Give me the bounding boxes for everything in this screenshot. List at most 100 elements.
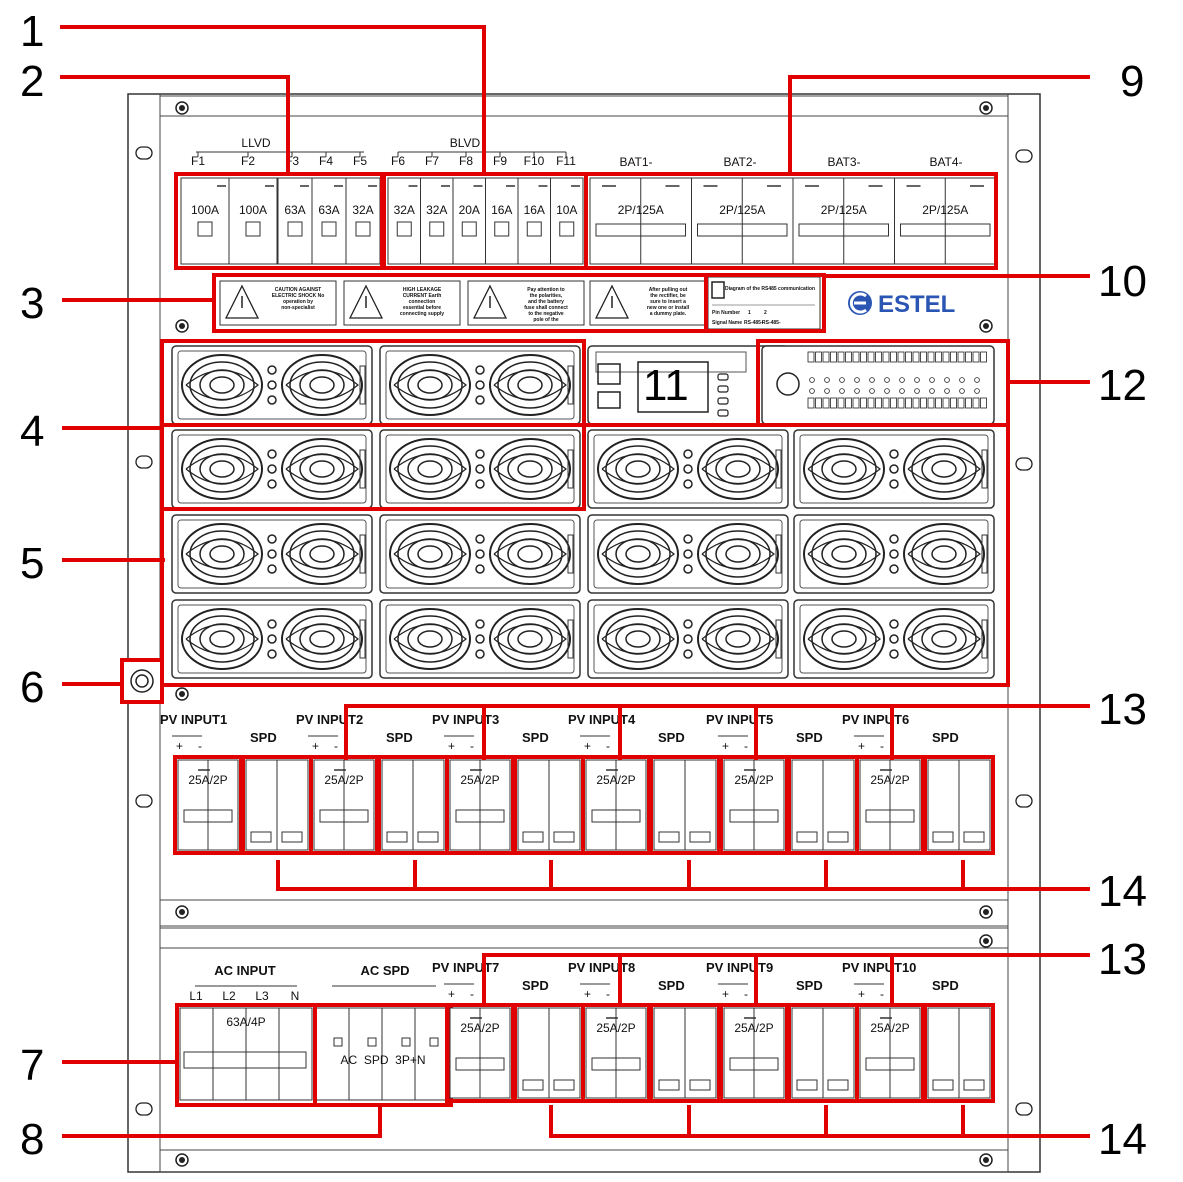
battery-breaker-1: 2P/125A (589, 177, 692, 265)
spd-module-1 (245, 759, 309, 851)
rs485-pin-1: 1 (748, 310, 751, 316)
llvd-breaker-1: 100A (180, 177, 230, 265)
battery-labels: BAT1-BAT2-BAT3-BAT4- (619, 155, 962, 169)
spd-module-10 (927, 1007, 991, 1099)
rectifier-fan-icon (793, 514, 995, 594)
fuse-id-7: F7 (425, 154, 439, 168)
fuse-id-9: F9 (493, 154, 507, 168)
spd-module-3 (517, 759, 581, 851)
controller-buttons (717, 373, 729, 417)
callout-13-bottom: 13 (1098, 935, 1147, 984)
pv-plus-1: + (176, 739, 183, 753)
pv-plus-10: + (858, 987, 865, 1001)
pv-breaker-rating-1: 25A/2P (188, 773, 227, 787)
pv-breaker-rating-2: 25A/2P (324, 773, 363, 787)
fuse-id-8: F8 (459, 154, 473, 168)
pv-breaker-rating-4: 25A/2P (596, 773, 635, 787)
callout-12: 12 (1098, 361, 1147, 410)
ac-spd-text: AC SPD 3P+N (340, 1053, 425, 1067)
battery-label-2: BAT2- (723, 155, 756, 169)
pv-minus-5: - (744, 739, 748, 753)
pv-input-label-7: PV INPUT7 (432, 960, 499, 975)
pv-plus-3: + (448, 739, 455, 753)
callout-10: 10 (1098, 257, 1147, 306)
pv-breaker-rating-9: 25A/2P (734, 1021, 773, 1035)
battery-rating-2: 2P/125A (719, 203, 765, 217)
rs485-pin-2: 2 (764, 310, 767, 316)
terminal-pins (807, 351, 987, 409)
callout-14-bottom: 14 (1098, 1115, 1147, 1164)
pv-input-label-3: PV INPUT3 (432, 712, 499, 727)
fuse-id-1: F1 (191, 154, 205, 168)
rectifier-fan-icon (171, 429, 373, 509)
blvd-breaker-3: 20A (452, 177, 486, 265)
spd-label-1: SPD (250, 730, 277, 745)
callout-9: 9 (1120, 57, 1144, 106)
pv-input-label-2: PV INPUT2 (296, 712, 363, 727)
pv-input-label-10: PV INPUT10 (842, 960, 916, 975)
llvd-rating-4: 63A (318, 203, 339, 217)
rectifier-fan-icon (379, 345, 581, 425)
pv-breaker-rating-6: 25A/2P (870, 773, 909, 787)
spd-module-9 (791, 1007, 855, 1099)
pv-minus-6: - (880, 739, 884, 753)
spd-label-5: SPD (796, 730, 823, 745)
ac-phase-l2: L2 (222, 989, 236, 1003)
pv-plus-8: + (584, 987, 591, 1001)
callout-3: 3 (20, 279, 44, 328)
pv-minus-7: - (470, 987, 474, 1001)
brand-name: ESTEL (878, 291, 955, 318)
blvd-breaker-5: 16A (517, 177, 551, 265)
rectifier-fan-icon (587, 514, 789, 594)
spd-label-8: SPD (658, 978, 685, 993)
callout-4: 4 (20, 407, 44, 456)
rs485-signal-2: RS-485- (762, 320, 781, 326)
pv-breaker-rating-10: 25A/2P (870, 1021, 909, 1035)
pv-input-label-5: PV INPUT5 (706, 712, 773, 727)
llvd-rating-5: 32A (352, 203, 373, 217)
spd-module-4 (653, 759, 717, 851)
rectifier-fan-icon (379, 599, 581, 679)
blvd-label: BLVD (450, 136, 481, 150)
pv-breaker-rating-8: 25A/2P (596, 1021, 635, 1035)
blvd-breaker-6: 10A (550, 177, 584, 265)
ac-phase-l3: L3 (255, 989, 269, 1003)
callout-5: 5 (20, 539, 44, 588)
callout-13-top: 13 (1098, 685, 1147, 734)
warning-triangle-icon (224, 284, 260, 319)
callout-1: 1 (20, 7, 44, 56)
rectifier-fan-icon (587, 429, 789, 509)
fuse-id-11: F11 (556, 154, 576, 168)
ethernet-port-icon (597, 363, 621, 385)
spd-label-6: SPD (932, 730, 959, 745)
pv-minus-10: - (880, 987, 884, 1001)
rectifier-fan-icon (171, 514, 373, 594)
spd-label-2: SPD (386, 730, 413, 745)
blvd-rating-4: 16A (491, 203, 512, 217)
spd-label-9: SPD (796, 978, 823, 993)
callout-2: 2 (20, 57, 44, 106)
spd-label-4: SPD (658, 730, 685, 745)
ground-terminal (120, 658, 164, 704)
blvd-breaker-2: 32A (420, 177, 454, 265)
ac-input-label: AC INPUT (214, 963, 275, 978)
rectifier-fan-icon (171, 345, 373, 425)
llvd-breaker-3: 63A (277, 177, 313, 265)
warning-triangle-icon (348, 284, 384, 319)
rectifier-fan-icon (379, 514, 581, 594)
fuse-id-10: F10 (524, 154, 545, 168)
rectifier-fan-icon (587, 599, 789, 679)
usb-port-icon (597, 391, 621, 409)
rs485-title: Diagram of the RS485 communication (725, 286, 815, 292)
